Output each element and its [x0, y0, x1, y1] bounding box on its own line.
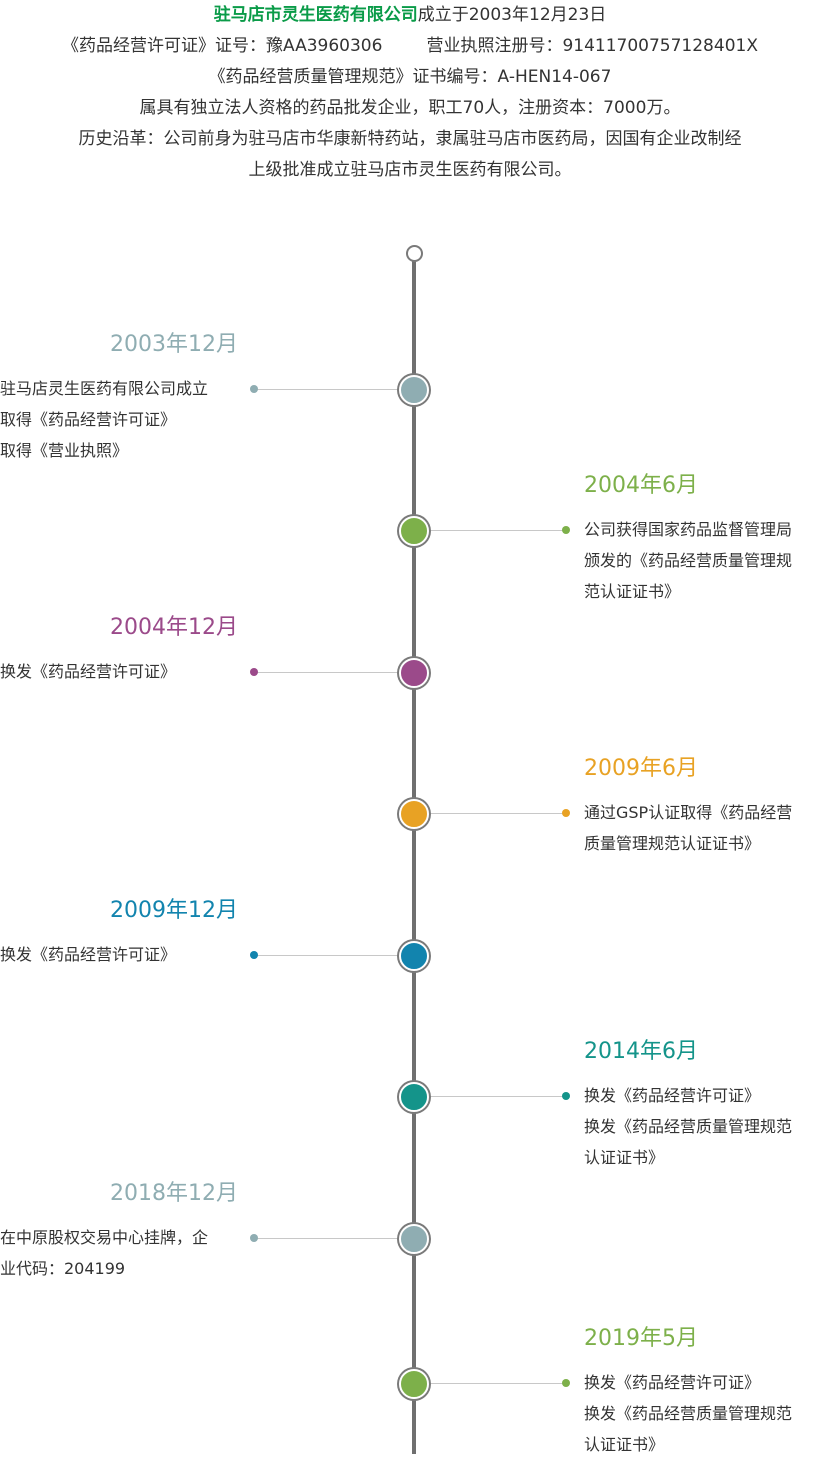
history-line-1: 历史沿革：公司前身为驻马店市华康新特药站，隶属驻马店市医药局，因国有企业改制经 — [78, 129, 742, 149]
license-number: 《药品经营许可证》证号：豫AA3960306 — [62, 36, 383, 56]
event-description-line: 取得《营业执照》 — [0, 441, 129, 460]
event-description: 公司获得国家药品监督管理局颁发的《药品经营质量管理规范认证证书》 — [584, 514, 792, 607]
event-connector-line — [254, 955, 400, 956]
event-description-line: 认证证书》 — [584, 1148, 665, 1167]
event-description-line: 换发《药品经营许可证》 — [584, 1373, 761, 1392]
event-description-line: 质量管理规范认证证书》 — [584, 834, 761, 853]
event-end-dot — [250, 1234, 258, 1242]
event-connector-line — [254, 672, 400, 673]
intro-line-2: 《药品经营许可证》证号：豫AA3960306 营业执照注册号：9141170075… — [0, 31, 820, 62]
event-date: 2019年5月 — [584, 1326, 698, 1351]
event-description-line: 颁发的《药品经营质量管理规 — [584, 551, 793, 570]
event-description-line: 范认证证书》 — [584, 582, 681, 601]
registration-number: 营业执照注册号：91411700757128401X — [426, 36, 758, 56]
event-description: 换发《药品经营许可证》 — [0, 939, 176, 970]
intro-line-1: 驻马店市灵生医药有限公司成立于2003年12月23日 — [0, 0, 820, 31]
event-end-dot — [562, 526, 570, 534]
event-end-dot — [250, 951, 258, 959]
event-end-dot — [562, 1379, 570, 1387]
established-date: 成立于2003年12月23日 — [417, 5, 607, 25]
event-connector-line — [427, 1096, 566, 1097]
gsp-certificate-number: 《药品经营质量管理规范》证书编号：A-HEN14-067 — [208, 67, 612, 87]
event-connector-line — [254, 389, 400, 390]
timeline-start-dot — [406, 245, 423, 262]
event-node — [399, 1369, 429, 1399]
event-description-line: 通过GSP认证取得《药品经营 — [584, 803, 793, 822]
event-description-line: 换发《药品经营许可证》 — [0, 945, 177, 964]
event-description-line: 业代码：204199 — [0, 1259, 126, 1278]
event-node — [399, 1224, 429, 1254]
event-connector-line — [254, 1238, 400, 1239]
event-end-dot — [250, 668, 258, 676]
event-description: 在中原股权交易中心挂牌，企业代码：204199 — [0, 1222, 208, 1284]
event-node — [399, 375, 429, 405]
event-node — [399, 658, 429, 688]
company-intro: 驻马店市灵生医药有限公司成立于2003年12月23日 《药品经营许可证》证号：豫… — [0, 0, 820, 186]
event-connector-line — [427, 813, 566, 814]
event-description: 换发《药品经营许可证》换发《药品经营质量管理规范认证证书》 — [584, 1367, 792, 1460]
event-date: 2009年6月 — [584, 756, 698, 781]
event-date: 2003年12月 — [110, 332, 238, 357]
event-description: 换发《药品经营许可证》 — [0, 656, 176, 687]
event-node — [399, 1082, 429, 1112]
company-name: 驻马店市灵生医药有限公司 — [213, 5, 418, 25]
event-description-line: 取得《药品经营许可证》 — [0, 410, 177, 429]
event-date: 2004年12月 — [110, 615, 238, 640]
company-nature: 属具有独立法人资格的药品批发企业，职工70人，注册资本：7000万。 — [139, 98, 681, 118]
event-date: 2014年6月 — [584, 1039, 698, 1064]
event-end-dot — [562, 1092, 570, 1100]
event-description: 通过GSP认证取得《药品经营质量管理规范认证证书》 — [584, 797, 792, 859]
history-line-2: 上级批准成立驻马店市灵生医药有限公司。 — [248, 160, 572, 180]
event-node — [399, 516, 429, 546]
event-end-dot — [250, 385, 258, 393]
event-connector-line — [427, 1383, 566, 1384]
event-description-line: 在中原股权交易中心挂牌，企 — [0, 1228, 209, 1247]
event-description-line: 换发《药品经营许可证》 — [584, 1086, 761, 1105]
event-connector-line — [427, 530, 566, 531]
event-description-line: 认证证书》 — [584, 1435, 665, 1454]
event-description: 换发《药品经营许可证》换发《药品经营质量管理规范认证证书》 — [584, 1080, 792, 1173]
event-description-line: 驻马店灵生医药有限公司成立 — [0, 379, 209, 398]
event-end-dot — [562, 809, 570, 817]
event-node — [399, 799, 429, 829]
event-description-line: 换发《药品经营质量管理规范 — [584, 1117, 793, 1136]
event-description-line: 换发《药品经营许可证》 — [0, 662, 177, 681]
timeline-axis — [412, 260, 416, 1454]
event-description-line: 公司获得国家药品监督管理局 — [584, 520, 793, 539]
event-description-line: 换发《药品经营质量管理规范 — [584, 1404, 793, 1423]
event-date: 2009年12月 — [110, 898, 238, 923]
event-date: 2018年12月 — [110, 1181, 238, 1206]
event-date: 2004年6月 — [584, 473, 698, 498]
event-node — [399, 941, 429, 971]
event-description: 驻马店灵生医药有限公司成立取得《药品经营许可证》取得《营业执照》 — [0, 373, 208, 466]
